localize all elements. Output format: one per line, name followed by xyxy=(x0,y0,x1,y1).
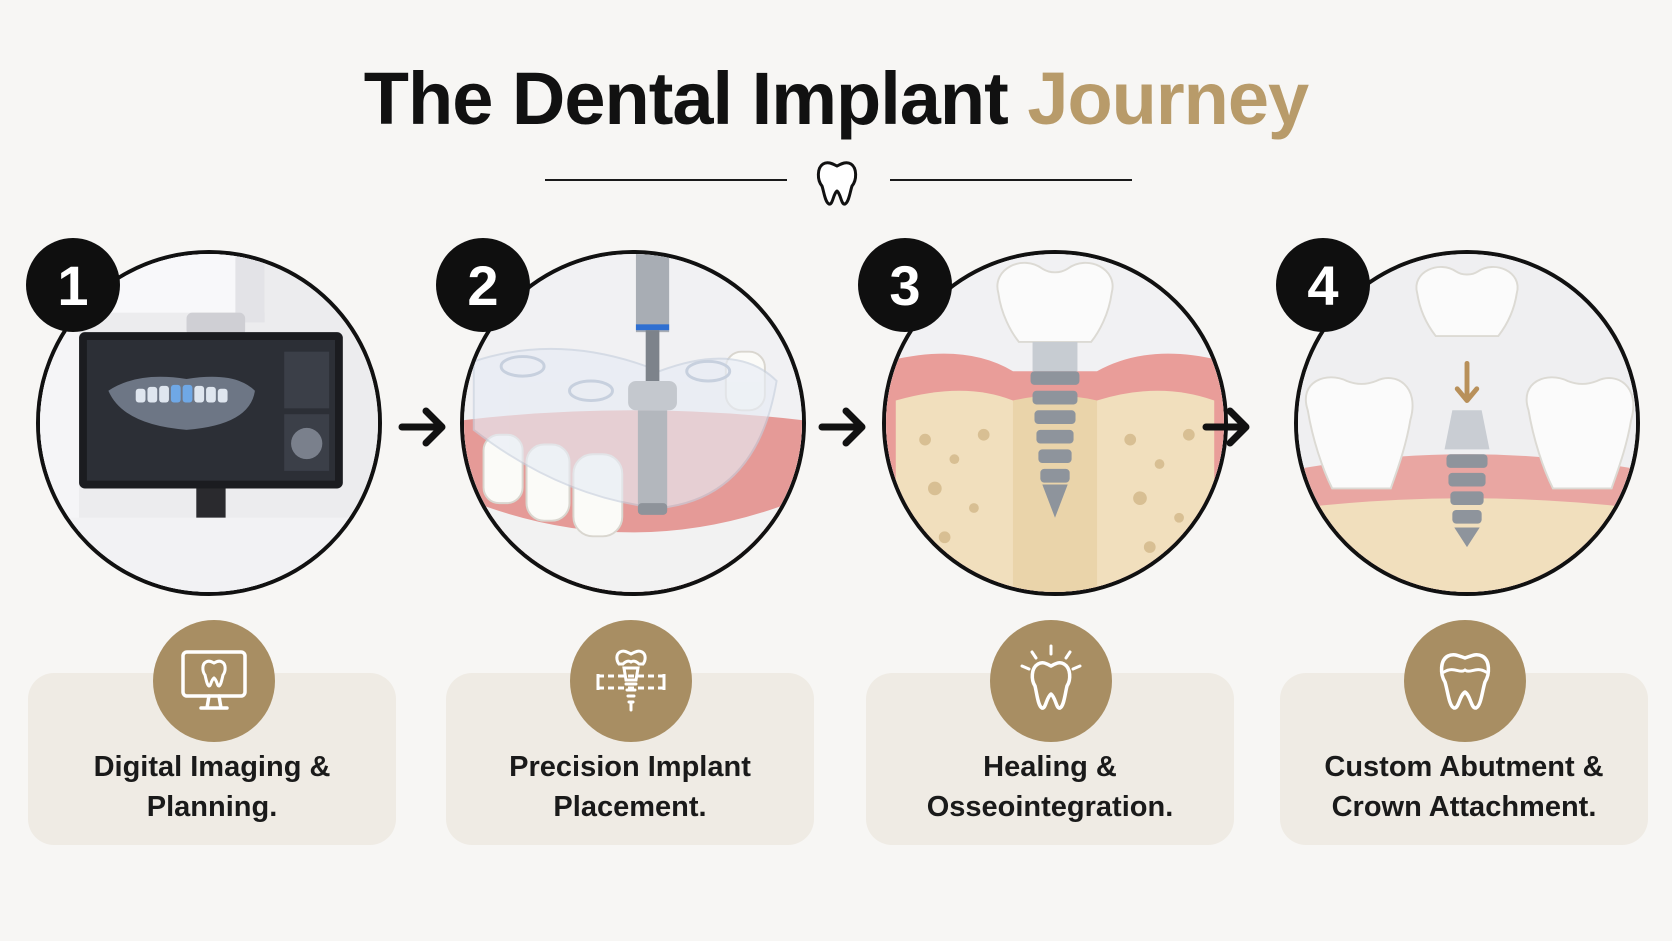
arrow-right-icon xyxy=(1202,407,1250,447)
step-number-badge: 1 xyxy=(26,238,120,332)
step-2: 2 Precision Implant Placement. xyxy=(436,0,814,941)
step-label-line: Placement. xyxy=(553,791,707,823)
step-label-line: Healing & xyxy=(983,751,1117,783)
title-main: The Dental Implant xyxy=(363,57,1009,140)
step-label-line: Planning. xyxy=(146,791,278,823)
step-number-badge: 4 xyxy=(1276,238,1370,332)
step-3: 3 Healing & Osseointegration. xyxy=(858,0,1234,941)
step-label: Healing & Osseointegration. xyxy=(866,747,1234,827)
illustration-surgical-guide xyxy=(460,250,806,596)
crown-icon xyxy=(1404,620,1526,742)
step-label: Digital Imaging & Planning. xyxy=(28,747,396,827)
step-card: Healing & Osseointegration. xyxy=(866,673,1234,845)
step-number-badge: 3 xyxy=(858,238,952,332)
arrow-right-icon xyxy=(818,407,866,447)
step-4: 4 Custom Abutment & Crown Attachment. xyxy=(1276,0,1648,941)
step-card: Custom Abutment & Crown Attachment. xyxy=(1280,673,1648,845)
step-label-line: Precision Implant xyxy=(509,751,751,783)
shining-tooth-icon xyxy=(990,620,1112,742)
divider-left xyxy=(545,179,787,181)
step-label-line: Custom Abutment & xyxy=(1324,751,1604,783)
step-number-badge: 2 xyxy=(436,238,530,332)
title-accent: Journey xyxy=(1027,57,1309,140)
divider-right xyxy=(890,179,1132,181)
arrow-right-icon xyxy=(398,407,446,447)
step-1: 1 Digital Imaging & Planning. xyxy=(16,0,396,941)
step-label-line: Osseointegration. xyxy=(926,791,1174,823)
tooth-icon xyxy=(816,161,858,206)
page-title: The Dental Implant Journey xyxy=(0,56,1672,141)
step-label: Custom Abutment & Crown Attachment. xyxy=(1280,747,1648,827)
step-label: Precision Implant Placement. xyxy=(446,747,814,827)
implant-guide-icon xyxy=(570,620,692,742)
monitor-tooth-icon xyxy=(153,620,275,742)
illustration-implant-in-bone xyxy=(882,250,1228,596)
step-label-line: Digital Imaging & xyxy=(93,751,331,783)
step-label-line: Crown Attachment. xyxy=(1331,791,1597,823)
